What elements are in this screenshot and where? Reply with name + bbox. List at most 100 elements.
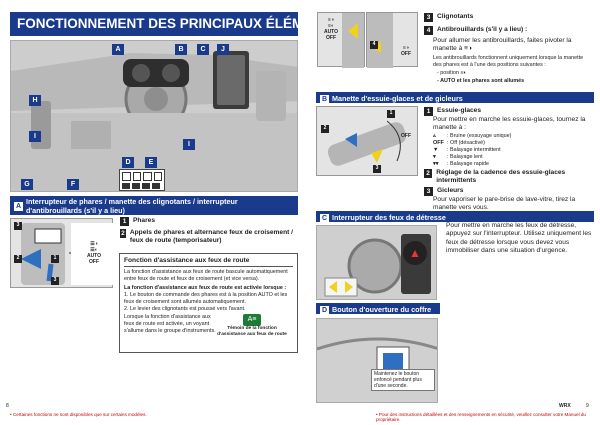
fog-icon-a: ☰◑: [90, 241, 98, 247]
knob-labels-a: ☰◑ ☰◐ AUTO OFF: [77, 241, 111, 265]
dashboard-overview-image: A B C J H I I D E G F: [10, 40, 298, 192]
section-c-description: Pour mettre en marche les feux de détres…: [446, 222, 592, 255]
item-4-position-2: - AUTO et les phares sont allumés: [437, 78, 525, 84]
hba-condition-2: 2. Le levier des clignotants est poussé …: [124, 306, 246, 313]
knob-labels-1: ≡◑ ≡◐ AUTO OFF: [320, 17, 342, 41]
lever-drawing: [21, 223, 113, 285]
off-label-a: OFF: [89, 259, 99, 265]
hba-title: Fonction d'assistance aux feux de route: [124, 257, 293, 268]
section-a-letter: A: [14, 202, 23, 211]
badge-3b-a: 3: [51, 277, 59, 285]
trunk-button-image: Maintenez le bouton enfoncé pendant plus…: [316, 318, 438, 403]
hba-indicator-caption: Témoin de la fonction d'assistance aux f…: [217, 326, 287, 338]
knob-labels-2: ≡◑ OFF: [395, 45, 417, 57]
fast-text: : Balayage rapide: [447, 161, 489, 167]
hba-intro: La fonction d'assistance aux feux de rou…: [124, 269, 288, 283]
section-c-letter: C: [320, 214, 329, 223]
section-b-title: Manette d'essuie-glaces et de gicleurs: [332, 94, 463, 103]
fog-lever-image-2: 4 ≡◑ OFF: [366, 12, 418, 68]
badge-3-b: 3: [373, 165, 381, 173]
wiper-mode-intermittent: ▼ : Balayage intermittent: [433, 147, 593, 154]
intermittent-text: : Balayage intermittent: [447, 147, 501, 153]
wiper-lever-drawing: [327, 120, 407, 166]
item-2-number: 2: [120, 229, 126, 238]
callout-c: C: [197, 44, 209, 55]
hazard-button-icon: ▲: [403, 241, 427, 265]
item-4-number: 4: [424, 26, 433, 35]
callout-g: G: [21, 179, 33, 190]
callout-b: B: [175, 44, 187, 55]
section-a-header: A Interrupteur de phares / manette des c…: [10, 196, 298, 215]
right-page-number: 9: [586, 403, 589, 409]
item-1-number: 1: [120, 217, 129, 226]
wiper-mode-fast: ▾▾: Balayage rapide: [433, 161, 593, 168]
item-2-text: Appels de phares et alternance feux de c…: [129, 229, 293, 245]
item-3-number: 3: [424, 13, 433, 22]
callout-i-right: I: [183, 139, 195, 150]
off-icon: OFF: [433, 140, 444, 146]
slow-text: : Balayage lent: [447, 154, 483, 160]
callout-d: D: [122, 157, 134, 168]
item-4-position-1: - position ≡◐: [437, 70, 467, 77]
fog-lever-drawing-1: [342, 13, 364, 68]
wiper-mode-mist: ▵ : Bruine (essuyage unique): [433, 133, 593, 140]
trunk-caption: Maintenez le bouton enfoncé pendant plus…: [374, 371, 422, 389]
high-beam-assist-indicator-icon: A≡: [243, 314, 261, 327]
callout-f: F: [67, 179, 79, 190]
badge-3-a: 3: [14, 222, 22, 230]
b-item-2-text: Réglage de la cadence des essuie-glaces …: [436, 169, 566, 185]
left-page-number: 8: [6, 403, 9, 409]
b-item-3-description: Pour vaporiser le pare-brise de lave-vit…: [433, 196, 576, 212]
item-4-text: Antibrouillards (s'il y a lieu) :: [437, 26, 528, 33]
headlight-icon-a: ☰◐: [90, 247, 98, 253]
wiper-off-label: OFF: [401, 133, 411, 139]
auto-label-1: AUTO: [323, 29, 339, 35]
badge-4: 4: [370, 41, 378, 49]
intermittent-icon: ▼: [433, 147, 439, 153]
item-4-fog-lights: 4 Antibrouillards (s'il y a lieu) :: [424, 26, 594, 35]
hba-active-title: La fonction d'assistance aux feux de rou…: [124, 285, 287, 292]
slow-icon: ▾: [433, 154, 436, 160]
item-4-desc-text: Pour allumer les antibrouillards, faites…: [433, 37, 572, 53]
badge-2-b: 2: [321, 125, 329, 133]
left-footnote: • Certaines fonctions ne sont disponible…: [10, 412, 147, 417]
badge-2-a: 2: [14, 255, 22, 263]
off-label-1: OFF: [326, 35, 336, 41]
callout-j: J: [217, 44, 229, 55]
item-4-note: Les antibrouillards fonctionnent uniquem…: [433, 55, 584, 68]
section-d-letter: D: [320, 306, 329, 315]
wiper-mode-off: OFF: Off (désactivé): [433, 140, 593, 147]
section-a-title: Interrupteur de phares / manette des cli…: [26, 197, 238, 215]
fog-lever-image-1: ≡◑ ≡◐ AUTO OFF: [317, 12, 365, 68]
fog-symbol-icon: ≡◑: [464, 45, 473, 53]
brand-label: WRX: [559, 403, 571, 409]
off-text: : Off (désactivé): [447, 140, 485, 146]
mist-text: : Bruine (essuyage unique): [447, 133, 512, 139]
callout-e: E: [145, 157, 157, 168]
dashboard-drawing: [11, 41, 297, 191]
headlight-symbol-icon: ≡◐: [460, 70, 467, 76]
callout-a: A: [112, 44, 124, 55]
b-item-1-number: 1: [424, 107, 433, 116]
callout-h: H: [29, 95, 41, 106]
mist-icon: ▵: [433, 133, 436, 139]
off-label-2: OFF: [401, 51, 411, 57]
right-footnote: • Pour des instructions détaillées et de…: [376, 412, 586, 422]
item-3-text: Clignotants: [437, 13, 474, 20]
item-4-description: Pour allumer les antibrouillards, faites…: [433, 37, 593, 54]
switch-panel-inset: [119, 169, 165, 191]
page-title: FONCTIONNEMENT DES PRINCIPAUX ÉLÉMENTS: [10, 12, 298, 36]
fog-lever-drawing-2: [367, 13, 393, 68]
wiper-lever-image: 1 2 3 OFF: [316, 106, 418, 176]
b-item-3-number: 3: [424, 187, 433, 196]
wiper-modes-list: ▵ : Bruine (essuyage unique) OFF: Off (dé…: [433, 133, 593, 168]
b-item-3-text: Gicleurs: [437, 187, 464, 194]
fog-icon-1: ≡◑: [328, 17, 334, 23]
position-1-text: - position: [437, 70, 459, 76]
